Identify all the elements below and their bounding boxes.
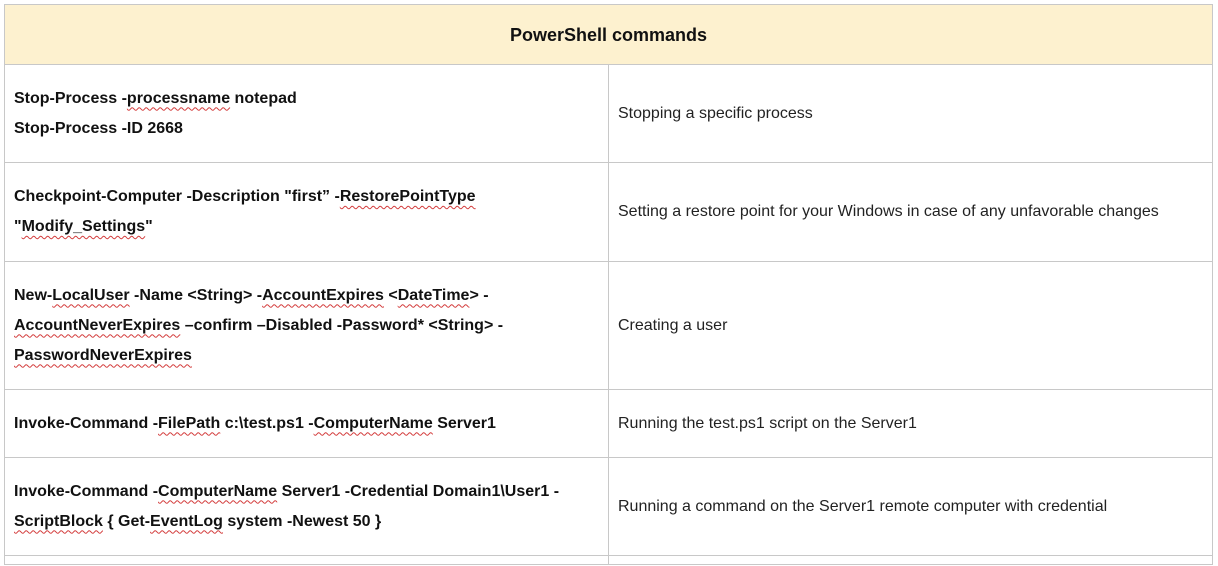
command-text: Invoke-Command - (14, 482, 159, 500)
table-row-partial (4, 555, 1213, 565)
powershell-commands-table: PowerShell commands Stop-Process -proces… (4, 4, 1213, 565)
spellcheck-word: DateTime (397, 286, 470, 304)
description-cell: Stopping a specific process (608, 64, 1213, 163)
command-cell: New-LocalUser -Name <String> -AccountExp… (4, 261, 609, 390)
description-cell: Setting a restore point for your Windows… (608, 162, 1213, 262)
table-header: PowerShell commands (4, 4, 1213, 65)
command-text: Server1 -Credential Domain1\User1 - (277, 482, 560, 500)
command-line: Checkpoint-Computer -Description "first”… (14, 182, 599, 212)
table-header-row: PowerShell commands (4, 4, 1213, 65)
table-row: Invoke-Command -ComputerName Server1 -Cr… (4, 457, 1213, 556)
command-text: " (14, 218, 22, 235)
description-cell-empty (608, 555, 1213, 565)
command-line: Invoke-Command -FilePath c:\test.ps1 -Co… (14, 409, 599, 439)
command-line: "Modify_Settings" (14, 212, 599, 242)
command-text: < (383, 286, 398, 304)
spellcheck-word: FilePath (158, 414, 221, 432)
command-line: ScriptBlock { Get-EventLog system -Newes… (14, 507, 599, 537)
command-text: –confirm –Disabled -Password* <String> - (180, 316, 504, 334)
command-text: Invoke-Command - (14, 414, 159, 432)
commands-table-container: PowerShell commands Stop-Process -proces… (4, 4, 1213, 565)
command-text: { Get- (102, 512, 151, 530)
command-cell: Checkpoint-Computer -Description "first”… (4, 162, 609, 262)
command-text: Stop-Process - (14, 89, 127, 107)
spellcheck-word: Modify_Settings (21, 218, 146, 235)
spellcheck-word: LocalUser (52, 286, 130, 304)
table-row: Checkpoint-Computer -Description "first”… (4, 162, 1213, 262)
command-text: New- (14, 286, 53, 304)
spellcheck-word: PasswordNeverExpires (14, 346, 192, 364)
spellcheck-word: RestorePointType (339, 188, 476, 205)
command-cell: Invoke-Command -FilePath c:\test.ps1 -Co… (4, 389, 609, 458)
spellcheck-word: AccountExpires (262, 286, 384, 304)
command-line: PasswordNeverExpires (14, 341, 599, 371)
spellcheck-word: processname (126, 89, 231, 107)
command-line: Stop-Process -processname notepad (14, 84, 599, 114)
command-text: -Name <String> - (129, 286, 263, 304)
description-cell: Creating a user (608, 261, 1213, 390)
command-text: > - (469, 286, 489, 304)
spellcheck-word: AccountNeverExpires (14, 316, 181, 334)
command-line: Invoke-Command -ComputerName Server1 -Cr… (14, 477, 599, 507)
spellcheck-word: ComputerName (158, 482, 278, 500)
command-line: AccountNeverExpires –confirm –Disabled -… (14, 311, 599, 341)
command-text: Checkpoint-Computer -Description "first”… (14, 188, 340, 205)
command-line: Stop-Process -ID 2668 (14, 114, 599, 144)
command-line: New-LocalUser -Name <String> -AccountExp… (14, 281, 599, 311)
table-row: Invoke-Command -FilePath c:\test.ps1 -Co… (4, 389, 1213, 458)
command-text: notepad (230, 89, 297, 107)
command-text: system -Newest 50 } (222, 512, 382, 530)
command-text: Stop-Process -ID 2668 (14, 119, 183, 137)
spellcheck-word: ComputerName (313, 414, 433, 432)
spellcheck-word: EventLog (150, 512, 223, 530)
command-text: c:\test.ps1 - (220, 414, 314, 432)
spellcheck-word: ScriptBlock (14, 512, 103, 530)
table-row: Stop-Process -processname notepad Stop-P… (4, 64, 1213, 163)
command-cell: Invoke-Command -ComputerName Server1 -Cr… (4, 457, 609, 556)
table-row: New-LocalUser -Name <String> -AccountExp… (4, 261, 1213, 390)
command-text: Server1 (432, 414, 496, 432)
command-cell-empty (4, 555, 609, 565)
description-cell: Running a command on the Server1 remote … (608, 457, 1213, 556)
command-cell: Stop-Process -processname notepad Stop-P… (4, 64, 609, 163)
description-cell: Running the test.ps1 script on the Serve… (608, 389, 1213, 458)
command-text: " (145, 218, 153, 235)
